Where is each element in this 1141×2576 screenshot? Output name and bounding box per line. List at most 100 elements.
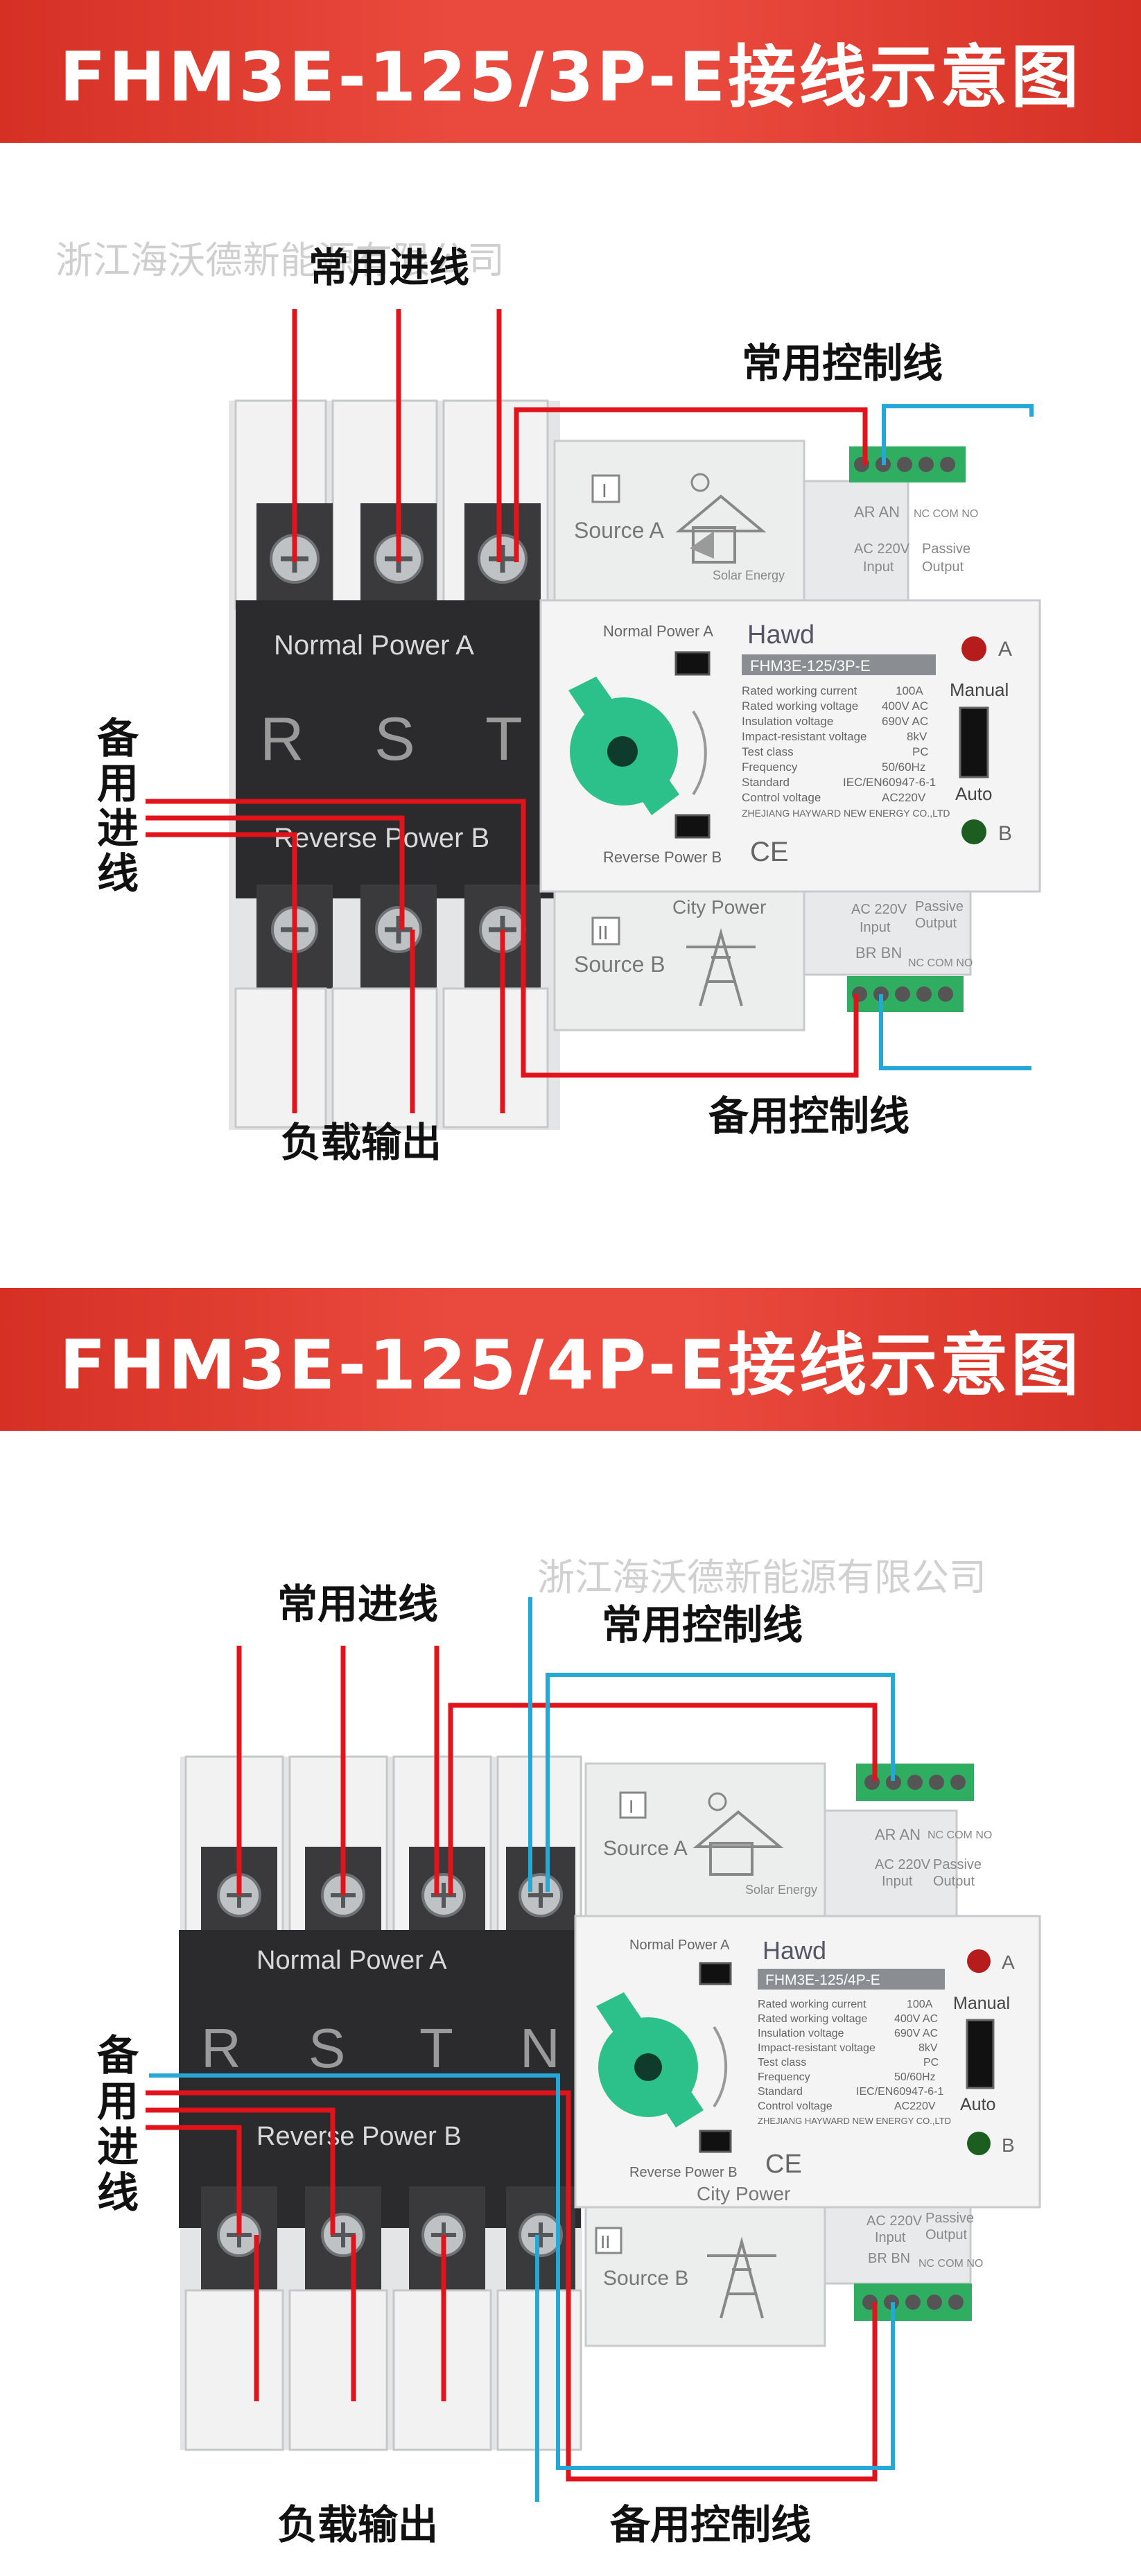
panel-reverse-power-b: Reverse Power B bbox=[603, 848, 722, 866]
wiring-diagram-4p: Normal Power A R S T N Reverse Power B I… bbox=[97, 1557, 1041, 2548]
svg-text:100A: 100A bbox=[907, 1999, 933, 2010]
svg-text:PC: PC bbox=[923, 2057, 939, 2069]
band-reverse-power-b: Reverse Power B bbox=[274, 823, 489, 853]
label-main-input: 常用进线 bbox=[308, 244, 469, 291]
manual-label: Manual bbox=[953, 1994, 1010, 2013]
nc-com-no-a: NC COM NO bbox=[914, 508, 978, 520]
label-backup-input: 进 bbox=[97, 805, 139, 853]
model-label: FHM3E-125/3P-E bbox=[750, 657, 871, 675]
backup-control-wire bbox=[149, 2073, 895, 2502]
nc-com-no-a: NC COM NO bbox=[927, 1829, 992, 1841]
section-title-3p: FHM3E-125/3P-E接线示意图 bbox=[0, 0, 1141, 143]
svg-text:Standard: Standard bbox=[742, 776, 790, 789]
svg-text:Impact-resistant voltage: Impact-resistant voltage bbox=[742, 730, 866, 743]
control-terminal-b bbox=[854, 2283, 972, 2321]
load-output-wires bbox=[292, 930, 505, 1113]
backup-control-wire bbox=[879, 994, 1031, 1070]
phase-label: R bbox=[260, 704, 304, 773]
label-backup-input: 备 bbox=[97, 2032, 139, 2080]
source-a-symbol: I bbox=[629, 1796, 634, 1817]
load-output-wires bbox=[254, 2235, 446, 2401]
passive-output-b2: Output bbox=[915, 916, 957, 931]
auto-label: Auto bbox=[960, 2095, 995, 2114]
input-b: Input bbox=[875, 2230, 906, 2245]
label-backup-input: 进 bbox=[97, 2123, 139, 2172]
manual-label: Manual bbox=[950, 679, 1009, 700]
panel-reverse-power-b: Reverse Power B bbox=[629, 2165, 738, 2180]
terminal-br-bn: BR BN bbox=[855, 944, 902, 961]
source-a-symbol: I bbox=[602, 480, 607, 501]
mode-switch[interactable] bbox=[959, 706, 989, 778]
svg-text:400V AC: 400V AC bbox=[882, 699, 928, 713]
model-label: FHM3E-125/4P-E bbox=[765, 1972, 880, 1988]
backup-input-wires bbox=[146, 2090, 878, 2482]
ac-220v-a: AC 220V bbox=[875, 1857, 931, 1872]
solar-label: Solar Energy bbox=[713, 568, 785, 582]
svg-text:Control voltage: Control voltage bbox=[758, 2100, 833, 2112]
selector-knob-icon bbox=[568, 677, 707, 815]
ac-220v-a: AC 220V bbox=[854, 541, 910, 557]
passive-output-a: Passive bbox=[922, 541, 970, 557]
solar-house-icon bbox=[693, 1792, 784, 1876]
passive-output-a2: Output bbox=[933, 1874, 975, 1889]
svg-text:50/60Hz: 50/60Hz bbox=[882, 760, 925, 774]
label-backup-input: 线 bbox=[97, 850, 139, 898]
main-control-wire bbox=[882, 404, 1034, 465]
ce-mark: CE bbox=[750, 837, 789, 867]
section-title-4p: FHM3E-125/4P-E接线示意图 bbox=[0, 1288, 1141, 1431]
label-main-control: 常用控制线 bbox=[742, 340, 943, 387]
svg-text:Control voltage: Control voltage bbox=[742, 791, 821, 804]
source-b-label: Source B bbox=[603, 2267, 688, 2290]
mode-switch[interactable] bbox=[966, 2019, 995, 2089]
svg-text:ZHEJIANG HAYWARD NEW ENERGY CO: ZHEJIANG HAYWARD NEW ENERGY CO.,LTD bbox=[742, 808, 950, 819]
indicator-a-led bbox=[967, 1949, 991, 1973]
source-b-symbol: II bbox=[600, 2231, 610, 2252]
main-input-wires bbox=[236, 1646, 878, 1895]
band-reverse-power-b: Reverse Power B bbox=[256, 2122, 462, 2151]
nc-com-no-b: NC COM NO bbox=[918, 2258, 983, 2270]
power-tower-icon bbox=[686, 928, 756, 1007]
svg-text:Rated working voltage: Rated working voltage bbox=[742, 699, 858, 713]
ac-220v-b: AC 220V bbox=[851, 902, 907, 917]
svg-text:Rated working current: Rated working current bbox=[742, 684, 857, 697]
source-a-label: Source A bbox=[574, 518, 665, 543]
svg-text:ZHEJIANG HAYWARD NEW ENERGY CO: ZHEJIANG HAYWARD NEW ENERGY CO.,LTD bbox=[758, 2116, 951, 2126]
watermark: 浙江海沃德新能源有限公司 bbox=[537, 1557, 986, 1599]
panel-normal-power-a: Normal Power A bbox=[629, 1938, 730, 1953]
svg-text:50/60Hz: 50/60Hz bbox=[894, 2071, 936, 2083]
breaker-body: Normal Power A R S T Reverse Power B bbox=[229, 399, 561, 1130]
svg-text:Frequency: Frequency bbox=[742, 760, 798, 774]
input-b: Input bbox=[860, 920, 891, 935]
svg-text:Insulation voltage: Insulation voltage bbox=[742, 715, 833, 728]
phase-label: N bbox=[520, 2017, 560, 2079]
svg-text:Frequency: Frequency bbox=[758, 2071, 810, 2083]
auto-label: Auto bbox=[955, 783, 993, 804]
phase-label: T bbox=[419, 2017, 453, 2079]
svg-text:Insulation voltage: Insulation voltage bbox=[758, 2028, 844, 2039]
nc-com-no-b: NC COM NO bbox=[908, 957, 973, 969]
passive-output-a2: Output bbox=[922, 559, 964, 575]
svg-text:Test class: Test class bbox=[758, 2057, 806, 2069]
solar-label: Solar Energy bbox=[745, 1883, 817, 1897]
terminal-br-bn: BR BN bbox=[868, 2251, 910, 2266]
controller-module: I Source A Solar Energy AR AN AC 220V In… bbox=[574, 1762, 1041, 2347]
svg-text:IEC/EN60947-6-1: IEC/EN60947-6-1 bbox=[843, 776, 936, 789]
label-main-control: 常用控制线 bbox=[602, 1601, 803, 1648]
indicator-a-label: A bbox=[998, 638, 1012, 661]
selector-knob-icon bbox=[596, 1992, 728, 2127]
phase-label: S bbox=[308, 2017, 345, 2079]
solar-house-icon bbox=[675, 473, 767, 564]
brand-logo: Hawd bbox=[763, 1936, 826, 1965]
band-normal-power-a: Normal Power A bbox=[256, 1946, 447, 1975]
label-backup-control: 备用控制线 bbox=[708, 1093, 909, 1140]
phase-label: S bbox=[374, 704, 415, 773]
phase-label: T bbox=[485, 704, 523, 773]
label-backup-control: 备用控制线 bbox=[610, 2501, 811, 2548]
control-terminal-a bbox=[849, 446, 966, 482]
passive-output-b: Passive bbox=[925, 2211, 974, 2226]
indicator-a-label: A bbox=[1002, 1951, 1015, 1973]
source-b-label: Source B bbox=[574, 952, 665, 977]
input-a: Input bbox=[882, 1874, 913, 1889]
